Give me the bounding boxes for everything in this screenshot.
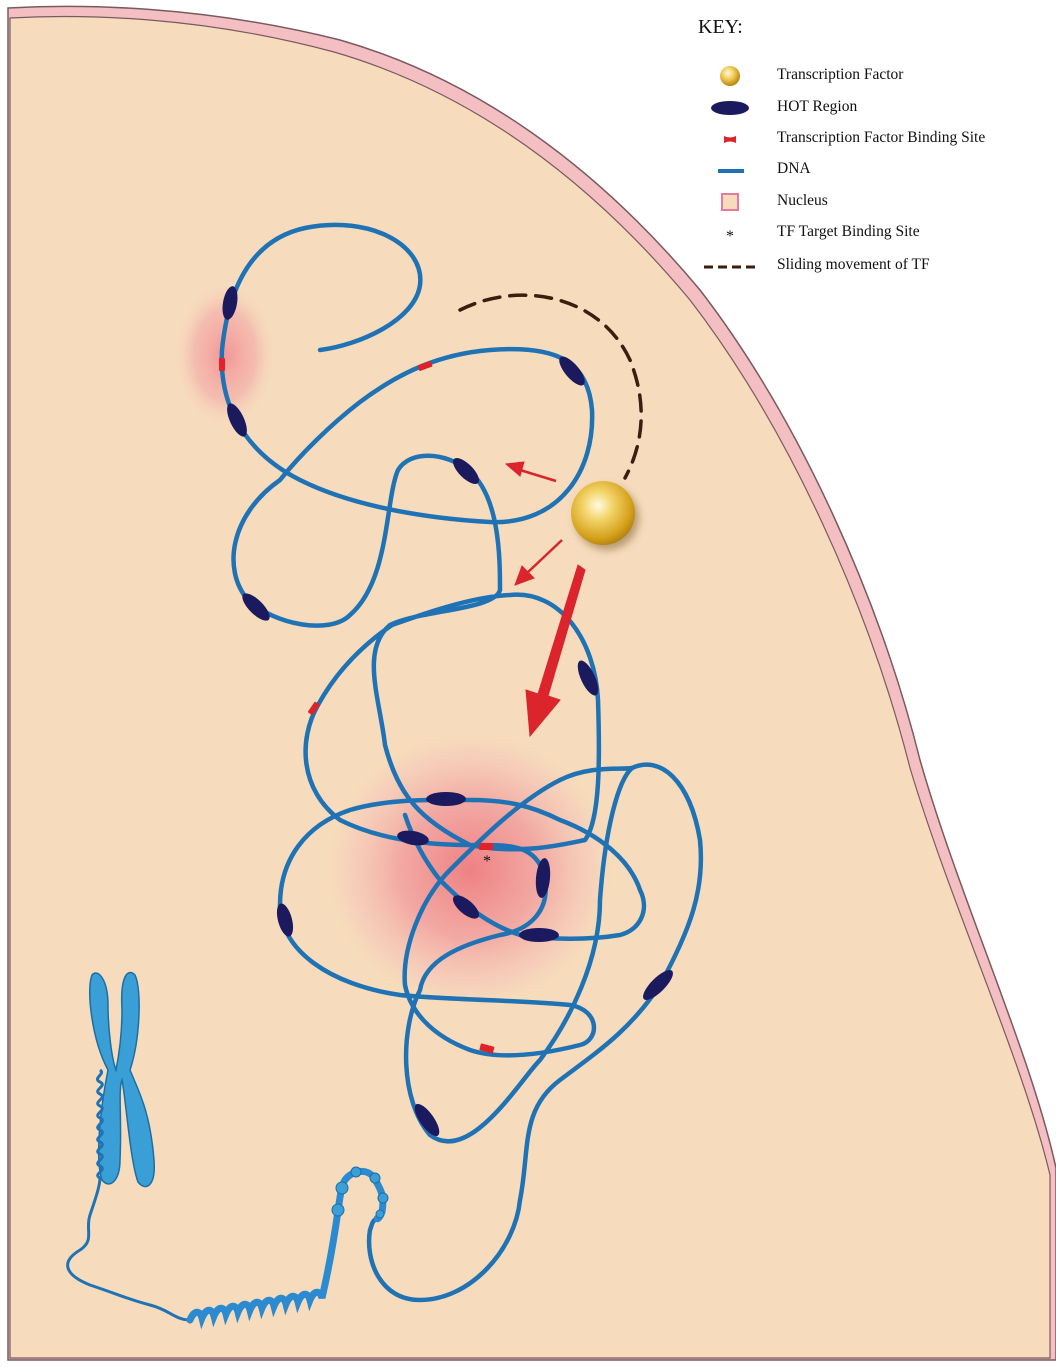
transcription-factor-icon: [692, 64, 768, 90]
key-row-sliding-movement: Sliding movement of TF: [692, 254, 1052, 280]
nucleosome: [351, 1167, 361, 1177]
key-row-target-binding-site: * TF Target Binding Site: [692, 221, 1052, 247]
key-label: TF Target Binding Site: [777, 223, 920, 241]
nucleosome: [336, 1182, 348, 1194]
dna-icon: [692, 158, 768, 184]
nucleosome: [370, 1173, 380, 1183]
key-row-nucleus: Nucleus: [692, 190, 1052, 216]
hot-region: [519, 928, 559, 942]
key-label: DNA: [777, 160, 811, 178]
nucleosome: [376, 1210, 384, 1218]
binding-site-icon: [692, 127, 768, 153]
svg-text:*: *: [726, 228, 734, 245]
binding-site: [219, 358, 225, 371]
hot-region: [426, 792, 466, 806]
target-binding-site-marker: *: [483, 853, 491, 870]
key-row-hot-region: HOT Region: [692, 96, 1052, 122]
key-row-dna: DNA: [692, 158, 1052, 184]
nucleosome: [378, 1193, 388, 1203]
hot-region-glow-large: [315, 720, 625, 1020]
dashed-line-icon: [692, 254, 768, 280]
key-label: Transcription Factor Binding Site: [777, 129, 985, 147]
hot-region-icon: [692, 96, 768, 122]
key-label: Transcription Factor: [777, 66, 903, 84]
nucleus-icon: [692, 190, 768, 216]
key-title: KEY:: [698, 16, 743, 39]
key-row-transcription-factor: Transcription Factor: [692, 64, 1052, 90]
key-label: Nucleus: [777, 192, 828, 210]
transcription-factor: [571, 481, 635, 545]
key-row-binding-site: Transcription Factor Binding Site: [692, 127, 1052, 153]
binding-site: [479, 843, 493, 850]
key-label: HOT Region: [777, 98, 857, 116]
asterisk-icon: *: [692, 221, 768, 247]
key-label: Sliding movement of TF: [777, 256, 930, 274]
nucleosome: [332, 1204, 344, 1216]
